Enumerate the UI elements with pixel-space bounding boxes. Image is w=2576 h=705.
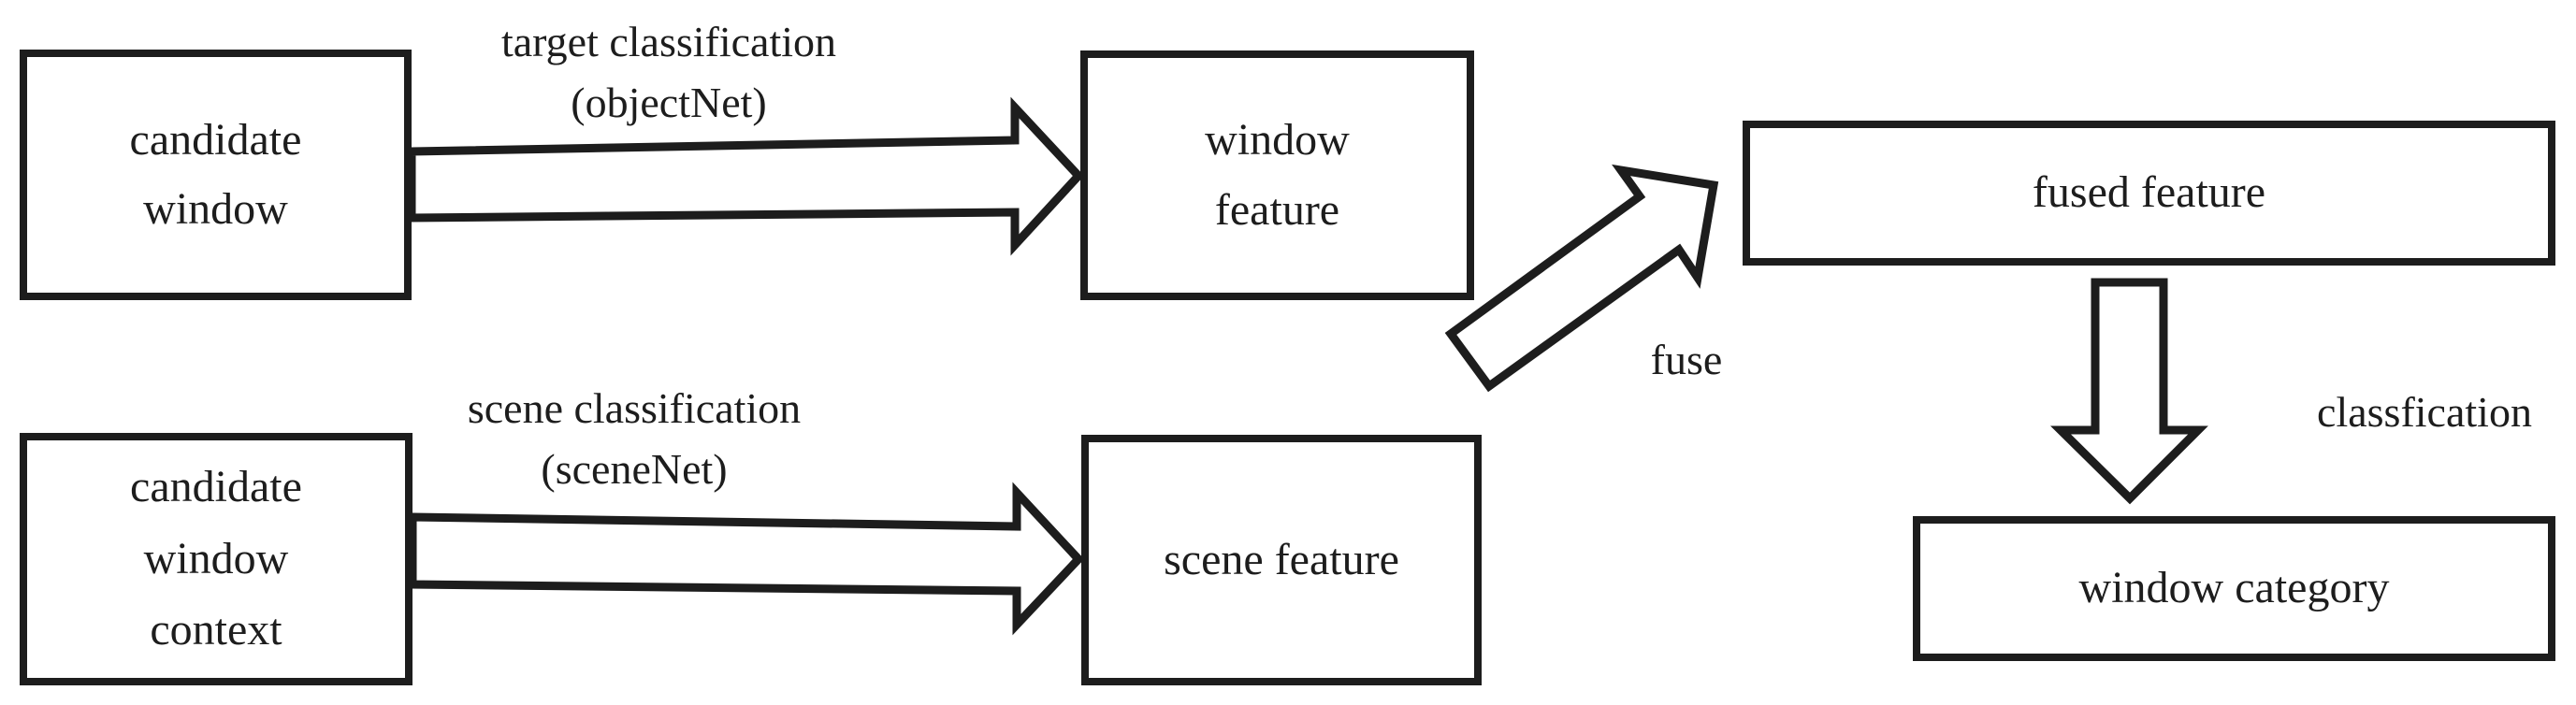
fuse-arrow bbox=[1444, 164, 1719, 393]
classification-arrow bbox=[2050, 278, 2208, 505]
edge-label-fuse: fuse bbox=[1650, 336, 1723, 383]
node-label-line: fused feature bbox=[2032, 167, 2266, 218]
edge-label-line: scene classification bbox=[467, 384, 802, 432]
node-label-line: window bbox=[1205, 115, 1350, 165]
edge-label-line: (sceneNet) bbox=[541, 445, 728, 494]
node-label-line: candidate bbox=[130, 461, 302, 511]
target-classification-arrow bbox=[407, 96, 1085, 256]
node-candidate-window-context: candidate window context bbox=[20, 433, 412, 685]
node-label-line: window category bbox=[2078, 563, 2390, 613]
node-scene-feature: scene feature bbox=[1081, 435, 1482, 685]
node-label-line: feature bbox=[1214, 184, 1340, 235]
node-label-line: window bbox=[143, 533, 289, 583]
node-label-line: scene feature bbox=[1164, 534, 1399, 584]
node-candidate-window: candidate window bbox=[20, 50, 412, 300]
node-label-line: context bbox=[150, 605, 282, 655]
edge-label-classification: classfication bbox=[2317, 388, 2532, 436]
scene-classification-arrow bbox=[408, 482, 1085, 636]
edge-label-scene-classification: scene classification (sceneNet) bbox=[468, 378, 801, 500]
edge-label-line: (objectNet) bbox=[571, 79, 767, 127]
node-window-category: window category bbox=[1913, 516, 2555, 661]
node-fused-feature: fused feature bbox=[1743, 121, 2555, 266]
edge-label-target-classification: target classification (objectNet) bbox=[501, 11, 836, 134]
node-window-feature: window feature bbox=[1080, 50, 1474, 300]
node-label-line: window bbox=[143, 184, 288, 234]
edge-label-line: target classification bbox=[500, 18, 837, 65]
node-label-line: candidate bbox=[129, 114, 302, 165]
